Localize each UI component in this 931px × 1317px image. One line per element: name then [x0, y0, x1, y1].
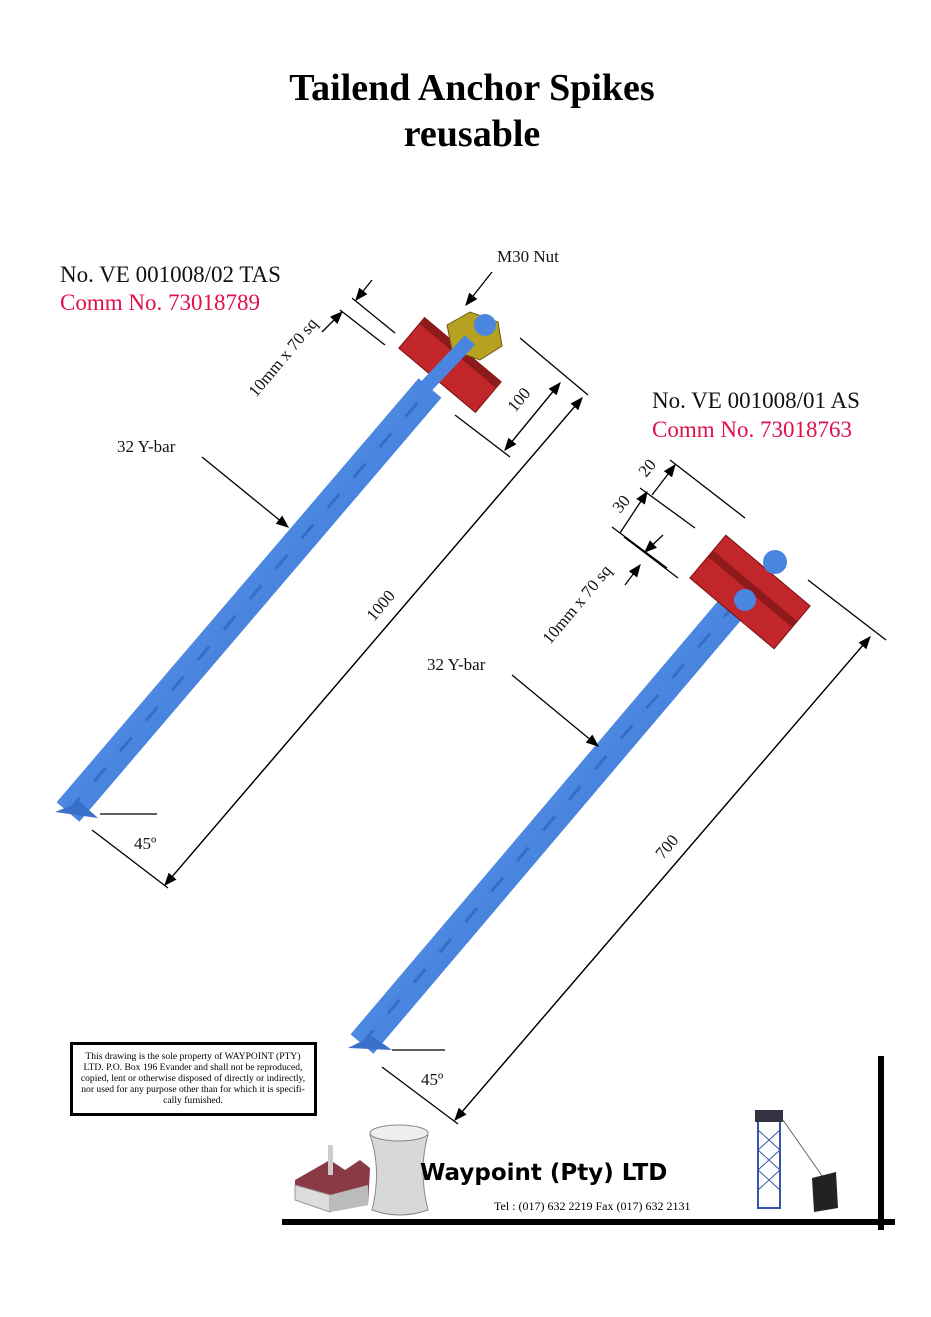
- right-dim-20: 20: [635, 455, 660, 480]
- right-dim-30: 30: [609, 491, 634, 516]
- right-bolt-head: [763, 550, 787, 574]
- m30-nut: [412, 311, 503, 400]
- right-plate-label: 10mm x 70 sq: [539, 561, 616, 648]
- svg-text:This drawing is the sole prop: This drawing is the sole property of WAY…: [85, 1051, 300, 1062]
- headframe-icon: [755, 1110, 838, 1212]
- right-bolt-shaft: [734, 589, 756, 611]
- factory-icon: [294, 1145, 370, 1213]
- title-line1: Tailend Anchor Spikes: [289, 67, 654, 109]
- left-spike-bar: [55, 378, 442, 822]
- company-contact: Tel : (017) 632 2219 Fax (017) 632 2131: [494, 1199, 690, 1213]
- right-bar-label: 32 Y-bar: [427, 655, 486, 674]
- right-dim-700: 700: [652, 831, 683, 863]
- right-angle: 45º: [421, 1070, 443, 1089]
- left-part-no: No. VE 001008/02 TAS: [60, 262, 281, 287]
- title-line2: reusable: [404, 113, 541, 155]
- left-plate-label: 10mm x 70 sq: [245, 314, 322, 401]
- svg-text:nor used for any purpose other: nor used for any purpose other than for …: [81, 1084, 305, 1095]
- left-comm-no: Comm No. 73018789: [60, 290, 260, 315]
- left-nut-label: M30 Nut: [497, 247, 559, 266]
- left-bar-label: 32 Y-bar: [117, 437, 176, 456]
- left-dim-100: 100: [504, 384, 535, 416]
- right-spike-bar: [348, 600, 742, 1054]
- svg-text:LTD. P.O. Box 196 Evander and: LTD. P.O. Box 196 Evander and shall not …: [84, 1062, 303, 1073]
- disclaimer-box: This drawing is the sole property of WAY…: [70, 1042, 317, 1116]
- svg-text:cally furnished.: cally furnished.: [163, 1095, 223, 1106]
- company-name: Waypoint (Pty) LTD: [420, 1160, 667, 1186]
- cooling-tower-icon: [369, 1124, 429, 1216]
- svg-text:copied, lent or otherwise disp: copied, lent or otherwise disposed of di…: [81, 1073, 305, 1084]
- right-part-no: No. VE 001008/01 AS: [652, 388, 860, 413]
- right-comm-no: Comm No. 73018763: [652, 417, 852, 442]
- left-angle: 45º: [134, 834, 156, 853]
